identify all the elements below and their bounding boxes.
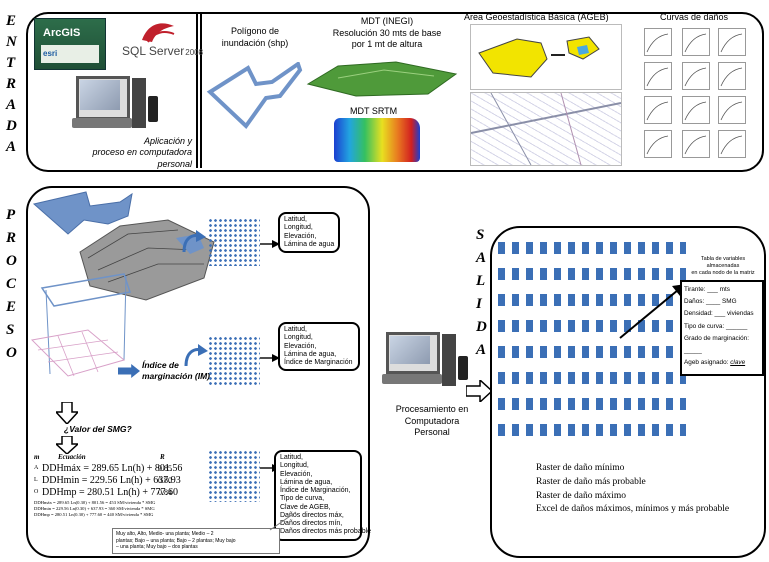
processing-caption: Procesamiento en Computadora Personal bbox=[395, 404, 469, 438]
poligono-title: Polígono de inundación (shp) bbox=[221, 26, 289, 48]
curve-chart-thumb bbox=[682, 28, 710, 56]
curve-chart-thumb bbox=[644, 130, 672, 158]
sqlserver-icon bbox=[142, 23, 175, 43]
curvas-title: Curvas de daños bbox=[660, 12, 729, 22]
eq-header-r: R bbox=[160, 453, 165, 461]
curved-arrow-icon bbox=[182, 230, 206, 253]
legend-pointer-line bbox=[269, 511, 297, 531]
arcgis-wordmark: ArcGIS bbox=[43, 27, 81, 39]
node-table-title: Tabla de variables almacenadas en cada n… bbox=[691, 256, 755, 277]
street-grid-lines bbox=[470, 92, 622, 166]
marginacion-legend-note: Muy alto, Alto, Medio- una planta; Medio… bbox=[112, 528, 280, 554]
node-variables-box: Tirante: ___ mts Daños: ____ SMG Densida… bbox=[680, 280, 764, 376]
ageb-map bbox=[470, 24, 622, 90]
street-grid-map bbox=[470, 92, 622, 166]
ageb-map-shape bbox=[478, 36, 600, 78]
im-arrow bbox=[118, 364, 140, 378]
equation-row: O DDHmp = 280.51 Ln(h) + 777.60 0.84 bbox=[34, 487, 178, 498]
flood-polygon-shape bbox=[206, 62, 303, 130]
equation-row: A DDHmáx = 289.65 Ln(h) + 801.56 0.85 bbox=[34, 463, 183, 474]
curve-chart-thumb bbox=[644, 28, 672, 56]
node-dot-grid-1 bbox=[208, 218, 260, 266]
outline-right-arrow-icon bbox=[466, 380, 492, 402]
output-item: Raster de daño máximo bbox=[536, 490, 626, 501]
curve-chart-thumb bbox=[718, 130, 746, 158]
output-item: Raster de daño mínimo bbox=[536, 463, 625, 473]
ageb-title: Área Geoestadística Básica (AGEB) bbox=[464, 12, 609, 22]
mdt-inegi-terrain bbox=[306, 61, 458, 97]
curve-chart-thumb bbox=[718, 96, 746, 124]
sqlserver-logo: SQL Server2008 bbox=[122, 18, 203, 64]
equation-table: m Ecuación R A DDHmáx = 289.65 Ln(h) + 8… bbox=[34, 453, 183, 519]
raster-node-grid bbox=[498, 242, 688, 450]
equation-row: L DDHmin = 229.56 Ln(h) + 637.93 0.80 bbox=[34, 475, 181, 486]
entrada-divider-2 bbox=[200, 14, 202, 168]
node-dot-grid-2 bbox=[208, 336, 260, 386]
curve-chart-thumb bbox=[682, 96, 710, 124]
output-item: Raster de daño más probable bbox=[536, 476, 646, 487]
arcgis-logo: ArcGIS esri bbox=[34, 18, 106, 70]
variables-box-2: Latitud,Longitud,Elevación,Lámina de agu… bbox=[278, 322, 360, 372]
equation-notes: DDHmáx = 289.65 Ln(0.30) + 801.56 = 453 … bbox=[34, 500, 156, 518]
curve-chart-thumb bbox=[718, 28, 746, 56]
process-3d-illustration bbox=[30, 191, 215, 377]
smg-question: ¿Valor del SMG? bbox=[64, 424, 132, 434]
ageb-clave-value: clave bbox=[730, 359, 746, 367]
curved-arrow-icon bbox=[184, 344, 208, 367]
curve-chart-thumb bbox=[682, 62, 710, 90]
curvas-grid bbox=[640, 26, 748, 162]
esri-wordmark: esri bbox=[43, 49, 58, 58]
down-arrow-icon bbox=[56, 436, 78, 454]
eq-header-ecuacion: Ecuación bbox=[58, 453, 86, 461]
node-dot-grid-3 bbox=[208, 450, 260, 502]
mdt-srtm-title: MDT SRTM bbox=[350, 106, 398, 116]
entrada-divider-1 bbox=[196, 14, 198, 168]
pointer-arrow-icon bbox=[619, 284, 686, 339]
curve-chart-thumb bbox=[682, 130, 710, 158]
output-item: Excel de daños máximos, mínimos y más pr… bbox=[536, 504, 730, 515]
mdt-srtm-image bbox=[334, 118, 420, 162]
sqlserver-wordmark: SQL Server bbox=[122, 44, 185, 58]
im-label: Índice de marginación (IM) bbox=[142, 360, 211, 382]
variables-box-3: Latitud,Longitud,Elevación,Lámina de agu… bbox=[274, 450, 371, 541]
mdt-inegi-title: MDT (INEGI) Resolución 30 mts de base po… bbox=[332, 16, 442, 50]
sqlserver-version: 2008 bbox=[185, 48, 204, 57]
curve-lines bbox=[646, 33, 743, 155]
eq-header-m: m bbox=[34, 453, 40, 461]
curve-chart-thumb bbox=[718, 62, 746, 90]
arrow-right-icon bbox=[260, 240, 280, 248]
curve-chart-thumb bbox=[644, 96, 672, 124]
arrow-right-icon bbox=[260, 354, 280, 362]
curve-chart-thumb bbox=[644, 62, 672, 90]
processing-computer-icon bbox=[382, 330, 470, 392]
computer-icon bbox=[72, 74, 162, 134]
pc-caption: Aplicación y proceso en computadora pers… bbox=[92, 136, 192, 169]
variables-box-1: Latitud,Longitud,Elevación,Lámina de agu… bbox=[278, 212, 340, 253]
output-list: Raster de daño mínimo Raster de daño más… bbox=[536, 462, 729, 517]
down-arrow-icon bbox=[56, 402, 78, 424]
